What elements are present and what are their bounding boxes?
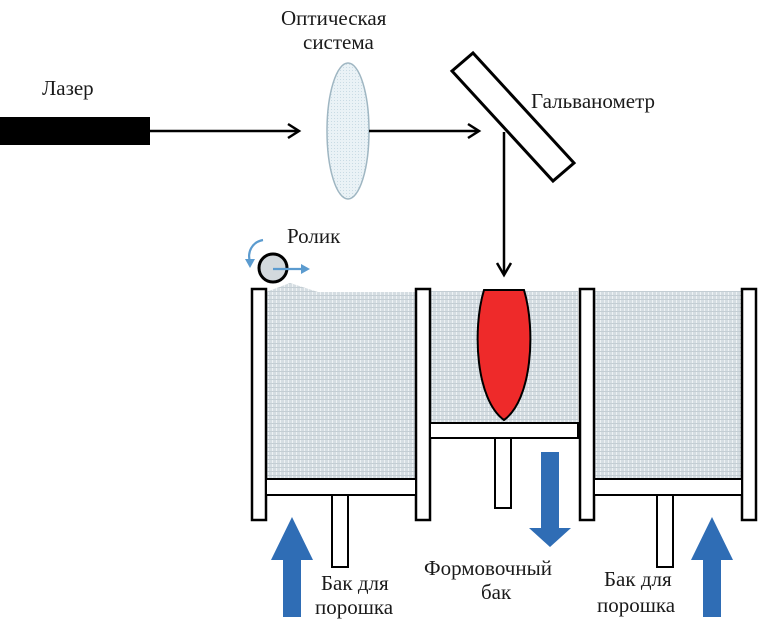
left-piston-plate (265, 478, 417, 496)
laser-body (0, 117, 150, 145)
left-tank-label-line2: порошка (315, 595, 394, 619)
beam-arrow-2 (369, 122, 482, 140)
right-tank-label-line1: Бак для (604, 567, 672, 591)
left-tank-right-wall (414, 287, 432, 522)
optical-lens (326, 62, 370, 200)
roller-motion-arrow-icon (273, 264, 310, 274)
right-piston-plate (593, 478, 743, 496)
right-powder (594, 291, 742, 479)
melt-pool (476, 289, 532, 422)
beam-arrow-3 (495, 132, 513, 278)
galvanometer-label: Гальванометр (531, 89, 655, 113)
optics-label-line1: Оптическая (281, 6, 387, 30)
build-tank-down-arrow (529, 452, 571, 547)
optics-label-line2: система (303, 30, 375, 54)
right-tank-right-wall (740, 287, 758, 522)
roller-rotation-arrow-icon (245, 238, 264, 268)
build-tank-label-line1: Формовочный (424, 556, 552, 580)
build-piston-plate (429, 422, 579, 439)
build-piston-rod (494, 437, 512, 509)
right-tank-label-line2: порошка (597, 593, 676, 617)
laser-label: Лазер (42, 76, 94, 100)
right-tank-up-arrow (691, 517, 733, 617)
galvanometer-mirror (449, 50, 577, 184)
left-tank-left-wall (250, 287, 268, 522)
build-tank-label-line2: бак (481, 580, 512, 604)
left-piston-rod (331, 494, 349, 568)
left-tank-label-line1: Бак для (321, 571, 389, 595)
left-tank-up-arrow (271, 517, 313, 617)
roller-label: Ролик (287, 224, 341, 248)
beam-arrow-1 (150, 122, 302, 140)
right-tank-left-wall (578, 287, 596, 522)
right-piston-rod (656, 494, 674, 568)
left-powder (266, 283, 416, 479)
